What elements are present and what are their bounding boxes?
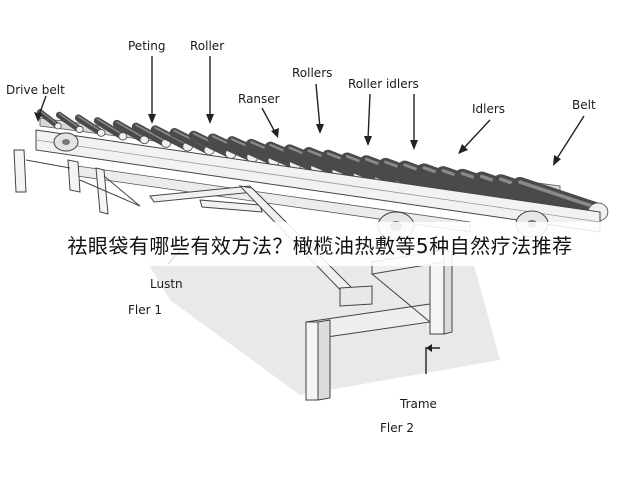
left-support-frame (13, 149, 141, 215)
roller (93, 117, 127, 141)
roller-highlight (58, 112, 81, 129)
roller-highlight (135, 124, 167, 143)
label-belt: Belt (572, 98, 596, 112)
label-idlers: Idlers (472, 102, 505, 116)
label-lustn: Lustn (150, 277, 183, 291)
roller (112, 119, 149, 144)
roller (188, 130, 236, 159)
label-fler-2: Fler 2 (380, 421, 414, 435)
roller (37, 109, 61, 129)
label-trame: Trame (399, 397, 437, 411)
label-fler-1: Fler 1 (128, 303, 162, 317)
label-drive-belt: Drive belt (6, 83, 65, 97)
label-ranser: Ranser (238, 92, 280, 106)
roller (55, 111, 83, 133)
roller-highlight (77, 115, 102, 133)
roller-end-cap (96, 129, 106, 137)
roller-end-cap (54, 122, 62, 130)
roller (207, 133, 258, 163)
diagram-labels: Drive belt Peting Roller Rollers Ranser … (6, 39, 596, 435)
label-roller: Roller (190, 39, 224, 53)
roller-end-cap (75, 125, 84, 134)
roller (511, 177, 607, 221)
label-rollers: Rollers (292, 66, 332, 80)
roller (150, 125, 193, 152)
label-roller-idlers: Roller idlers (348, 77, 419, 91)
roller-highlight (116, 121, 146, 139)
roller-set (37, 109, 609, 222)
roller-highlight (518, 180, 600, 210)
label-peting: Peting (128, 39, 165, 53)
roller (74, 114, 105, 137)
overlay-caption: 祛眼袋有哪些有效方法？橄榄油热敷等5种自然疗法推荐 (0, 222, 640, 266)
roller-highlight (39, 110, 59, 126)
roller (169, 128, 214, 155)
roller-end-cap (118, 132, 128, 141)
roller (131, 122, 171, 148)
roller-highlight (96, 118, 124, 136)
drive-pulley (53, 132, 79, 152)
